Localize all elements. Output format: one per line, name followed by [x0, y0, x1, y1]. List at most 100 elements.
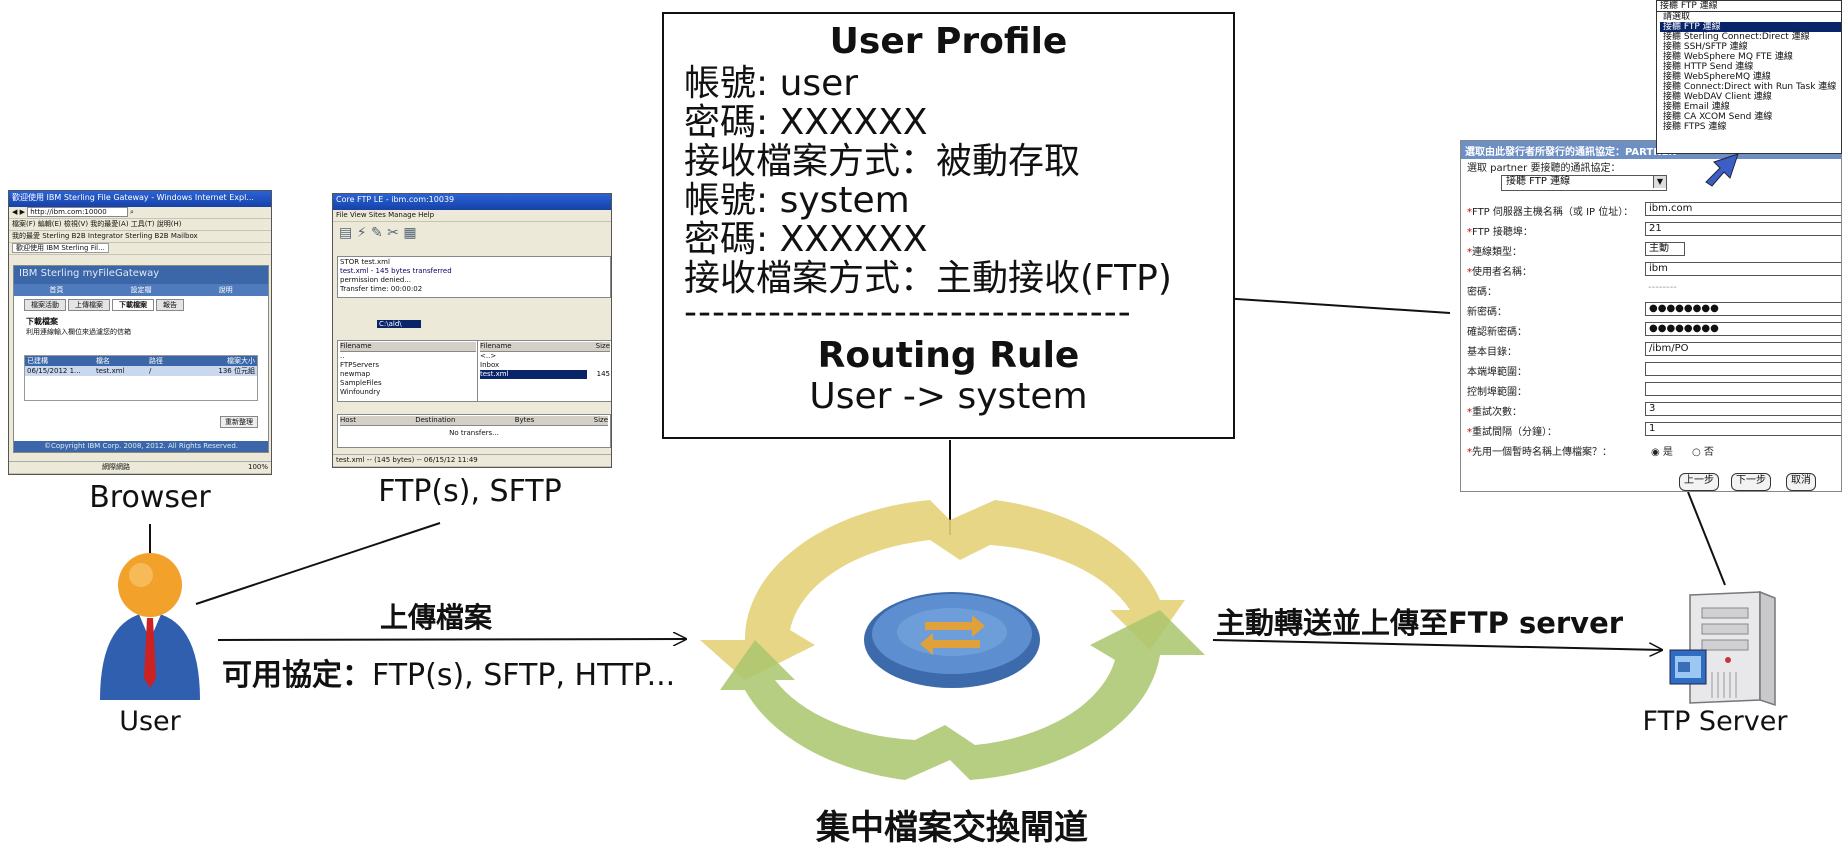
config-field-label: 確認新密碼：	[1467, 327, 1527, 338]
table-row[interactable]: 06/15/2012 1... test.xml / 136 位元組	[25, 366, 257, 376]
settings-icon[interactable]: ✂	[387, 225, 399, 241]
routing-title: Routing Rule	[817, 335, 1080, 376]
sites-icon[interactable]: ▤	[339, 225, 353, 241]
dropdown-option[interactable]: 接聽 WebSphereMQ 連線	[1663, 72, 1771, 82]
config-field-input[interactable]: ●●●●●●●●	[1645, 302, 1841, 316]
config-field-input[interactable]: 3	[1645, 402, 1841, 416]
config-field-label: *重試間隔（分鐘）：	[1467, 427, 1557, 438]
next-button[interactable]: 下一步	[1731, 473, 1771, 491]
tab-report[interactable]: 報告	[156, 299, 184, 311]
nav-home[interactable]: 首頁	[49, 286, 64, 294]
status-text: 網際網路	[102, 463, 130, 471]
config-field-input[interactable]: 1	[1645, 422, 1841, 436]
upload-protocols-prefix: 可用協定：	[222, 658, 372, 693]
profile-title: User Profile	[829, 21, 1068, 62]
dropdown-option[interactable]: 請選取	[1663, 12, 1691, 22]
dropdown-option[interactable]: 接聽 FTP 連線	[1660, 22, 1841, 32]
disconnect-icon[interactable]: ✎	[370, 225, 383, 241]
browser-tab[interactable]: 歡迎使用 IBM Sterling Fil...	[12, 243, 109, 253]
user-label: User	[119, 706, 181, 737]
browser-label: Browser	[89, 480, 211, 515]
nav-profile[interactable]: 設定檔	[130, 286, 152, 294]
app-title: IBM Sterling myFileGateway	[14, 266, 268, 284]
config-field-input[interactable]: /ibm/PO	[1645, 342, 1841, 356]
radio-yes[interactable]: ◉ 是	[1651, 447, 1673, 458]
required-marker: *	[1467, 407, 1472, 418]
config-field-input[interactable]	[1645, 362, 1841, 376]
dropdown-option[interactable]: 接聽 FTPS 連線	[1663, 122, 1727, 132]
profile-line: 密碼: XXXXXX	[684, 219, 928, 260]
config-field-label: 新密碼：	[1467, 307, 1507, 318]
dropdown-option[interactable]: 接聽 HTTP Send 連線	[1663, 62, 1754, 72]
local-files: Filename .. FTPServers newmap SampleFile…	[337, 340, 479, 402]
protocol-select[interactable]: 接聽 FTP 連線 ▼	[1501, 175, 1667, 191]
tab-download[interactable]: 下載檔案	[112, 299, 154, 311]
radio-no[interactable]: ○ 否	[1691, 447, 1714, 458]
dropdown-current[interactable]: 接聽 FTP 連線	[1657, 1, 1841, 12]
chevron-down-icon[interactable]: ▼	[1653, 176, 1666, 188]
dropdown-option[interactable]: 接聽 Sterling Connect:Direct 連線	[1663, 32, 1810, 42]
browser-menu: 檔案(F) 編輯(E) 檢視(V) 我的最愛(A) 工具(T) 說明(H)	[9, 219, 271, 231]
connect-icon[interactable]: ⚡	[356, 225, 367, 241]
local-drive[interactable]: C:\ald\	[377, 320, 421, 328]
config-field-label: *重試次數：	[1467, 407, 1522, 418]
dropdown-option[interactable]: 接聽 WebDAV Client 連線	[1663, 92, 1772, 102]
cancel-button[interactable]: 取消	[1786, 473, 1816, 491]
dropdown-option[interactable]: 接聽 Connect:Direct with Run Task 連線	[1663, 82, 1837, 92]
dropdown-option[interactable]: 接聽 WebSphere MQ FTE 連線	[1663, 52, 1793, 62]
zoom-level[interactable]: 100%	[247, 463, 268, 471]
profile-line: 密碼: XXXXXX	[684, 102, 928, 143]
config-field-input[interactable]: ibm	[1645, 262, 1841, 276]
config-select-label: 選取 partner 要接聽的通訊協定：	[1467, 163, 1621, 174]
required-marker: *	[1467, 207, 1472, 218]
config-field-label: 基本目錄：	[1467, 347, 1517, 358]
required-marker: *	[1467, 427, 1472, 438]
gateway-ring-icon	[700, 500, 1205, 780]
nav-help[interactable]: 說明	[218, 286, 233, 294]
forward-icon[interactable]: ▶	[19, 208, 26, 216]
view-icon[interactable]: ▦	[403, 225, 417, 241]
col-size[interactable]: 檔案大小	[226, 357, 255, 365]
push-label: 主動轉送並上傳至FTP server	[1216, 606, 1624, 640]
back-icon[interactable]: ◀	[12, 208, 18, 216]
config-server-line	[1687, 491, 1726, 586]
config-field-label: 控制埠範圍：	[1467, 387, 1527, 398]
upload-protocols-list: FTP(s), SFTP, HTTP...	[372, 658, 676, 693]
tab-upload[interactable]: 上傳檔案	[68, 299, 110, 311]
config-field-label: 本端埠範圍：	[1467, 367, 1527, 378]
col-filename[interactable]: 檔名	[95, 357, 110, 365]
ftp-title: Core FTP LE - ibm.com:10039	[333, 194, 611, 210]
col-path[interactable]: 路徑	[148, 357, 163, 365]
temp-name-radio-group[interactable]: ◉ 是 ○ 否	[1651, 443, 1714, 458]
protocol-config-panel: 選取由此發行者所發行的通訊協定：PARTNER 選取 partner 要接聽的通…	[1460, 140, 1842, 492]
ftp-log: STOR test.xml test.xml - 145 bytes trans…	[337, 256, 611, 298]
config-field-label: *連線類型：	[1467, 247, 1522, 258]
required-marker: *	[1467, 247, 1472, 258]
browser-favorites: 我的最愛 Sterling B2B Integrator Sterling B2…	[9, 231, 271, 243]
config-field-input[interactable]: 主動	[1645, 242, 1685, 256]
upload-arrow	[217, 639, 686, 640]
browser-content: IBM Sterling myFileGateway 首頁 設定檔 說明 檔案活…	[13, 265, 269, 453]
search-icon[interactable]: ⌕	[129, 208, 134, 216]
push-arrow	[1212, 639, 1662, 650]
routing-rule: User -> system	[809, 376, 1088, 417]
col-created[interactable]: 已建構	[27, 357, 48, 365]
dropdown-option[interactable]: 接聽 SSH/SFTP 連線	[1663, 42, 1748, 52]
config-field-input[interactable]: ●●●●●●●●	[1645, 322, 1841, 336]
user-icon	[100, 553, 200, 700]
section-desc: 利用連線輸入欄位來過濾您的信箱	[26, 328, 131, 336]
refresh-button[interactable]: 重新整理	[220, 416, 258, 428]
prev-button[interactable]: 上一步	[1679, 473, 1719, 491]
config-field-label: 密碼：	[1467, 287, 1497, 298]
dropdown-option[interactable]: 接聽 Email 連線	[1663, 102, 1730, 112]
ftp-clients-label: FTP(s), SFTP	[378, 474, 562, 509]
config-field-input[interactable]	[1645, 382, 1841, 396]
config-field-input[interactable]: 21	[1645, 222, 1841, 236]
transfer-queue: Host Destination Bytes Size No transfers…	[337, 414, 611, 448]
address-bar[interactable]: http://ibm.com:10000	[27, 207, 128, 217]
dropdown-option[interactable]: 接聽 CA XCOM Send 連線	[1663, 112, 1773, 122]
tab-activity[interactable]: 檔案活動	[24, 299, 66, 311]
upload-title: 上傳檔案	[380, 601, 493, 634]
config-field-input[interactable]: ibm.com	[1645, 202, 1841, 216]
